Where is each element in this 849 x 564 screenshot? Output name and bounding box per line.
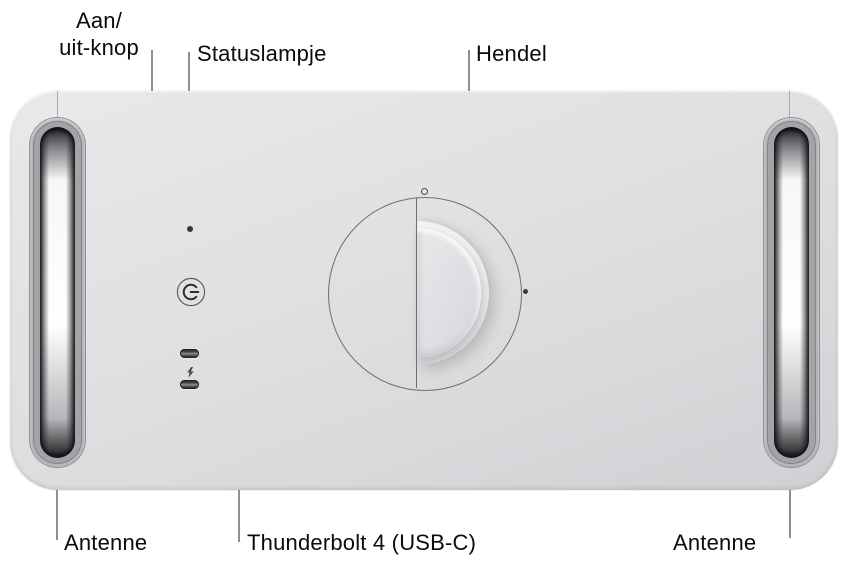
unlock-position-marker [421,188,428,195]
label-antenna-left: Antenne [64,530,148,555]
power-icon [176,277,206,307]
antenna-left [30,118,85,467]
antenna-left-slot [40,127,75,458]
label-power-line2: uit-knop [59,35,139,60]
label-power-line1: Aan/ [75,8,123,33]
status-light-dot [187,226,193,232]
thunderbolt-port-1[interactable] [180,349,199,358]
callout-line-antenna-left [56,464,58,540]
label-antenna-right: Antenne [673,530,757,555]
label-handle: Hendel [476,41,547,66]
label-thunderbolt: Thunderbolt 4 (USB-C) [247,530,477,555]
power-button[interactable] [176,277,206,307]
thunderbolt-port-2[interactable] [180,380,199,389]
antenna-right [764,118,819,467]
antenna-right-slot [774,127,809,458]
case-seam-right [789,91,790,119]
label-status-light: Statuslampje [197,41,327,66]
handle-latch-circle [328,197,522,391]
lock-position-marker [523,289,528,294]
case-seam-left [57,91,58,119]
callout-line-antenna-right [789,464,791,538]
label-power-button: Aan/ uit-knop [40,7,158,61]
handle-latch-edge [416,198,417,388]
thunderbolt-icon [186,365,195,378]
